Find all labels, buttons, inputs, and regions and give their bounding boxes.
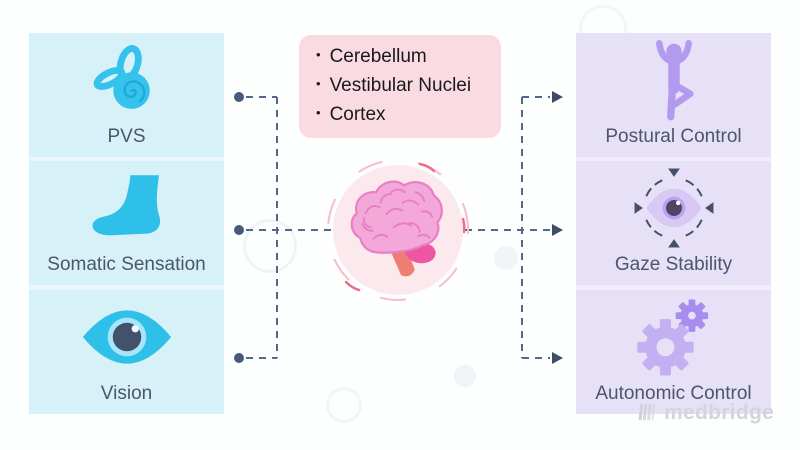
medbridge-wordmark: medbridge bbox=[664, 400, 775, 424]
output-label-gaze-stability: Gaze Stability bbox=[614, 254, 733, 275]
decorative-dot bbox=[494, 246, 518, 270]
processing-item: Cortex bbox=[316, 101, 501, 130]
brain-medallion bbox=[333, 165, 463, 295]
arrowhead-icon bbox=[552, 224, 563, 236]
brain-icon bbox=[350, 180, 443, 277]
medbridge-mark-icon bbox=[638, 403, 656, 421]
input-label-pvs: PVS bbox=[107, 126, 146, 147]
output-card-gaze-stability: Gaze Stability bbox=[576, 161, 771, 285]
input-card-vision: Vision bbox=[29, 290, 224, 414]
processing-list-panel: Cerebellum Vestibular Nuclei Cortex bbox=[299, 35, 501, 138]
decorative-ring bbox=[326, 387, 362, 423]
gears-icon bbox=[576, 290, 771, 384]
yoga-pose-icon bbox=[576, 33, 771, 127]
connector-dot bbox=[234, 353, 244, 363]
processing-item: Vestibular Nuclei bbox=[316, 72, 501, 101]
output-label-autonomic-control: Autonomic Control bbox=[595, 383, 752, 404]
arrowhead-icon bbox=[552, 352, 563, 364]
input-card-pvs: PVS bbox=[29, 33, 224, 157]
output-label-postural-control: Postural Control bbox=[605, 126, 742, 147]
processing-list: Cerebellum Vestibular Nuclei Cortex bbox=[316, 43, 501, 130]
input-label-somatic-sensation: Somatic Sensation bbox=[47, 254, 206, 275]
brain-accent-dashes bbox=[327, 159, 469, 301]
input-label-vision: Vision bbox=[100, 383, 153, 404]
medbridge-logo: medbridge bbox=[636, 401, 774, 423]
gaze-stability-eye-icon bbox=[576, 161, 771, 255]
connector-dot bbox=[234, 92, 244, 102]
processing-item: Cerebellum bbox=[316, 43, 501, 72]
decorative-dot bbox=[454, 365, 476, 387]
eye-icon bbox=[29, 290, 224, 384]
connector-dot bbox=[234, 225, 244, 235]
output-card-autonomic-control: Autonomic Control bbox=[576, 290, 771, 414]
foot-icon bbox=[29, 161, 224, 255]
input-card-somatic-sensation: Somatic Sensation bbox=[29, 161, 224, 285]
arrowhead-icon bbox=[552, 91, 563, 103]
output-card-postural-control: Postural Control bbox=[576, 33, 771, 157]
inner-ear-icon bbox=[29, 33, 224, 127]
decorative-ring bbox=[243, 219, 297, 273]
